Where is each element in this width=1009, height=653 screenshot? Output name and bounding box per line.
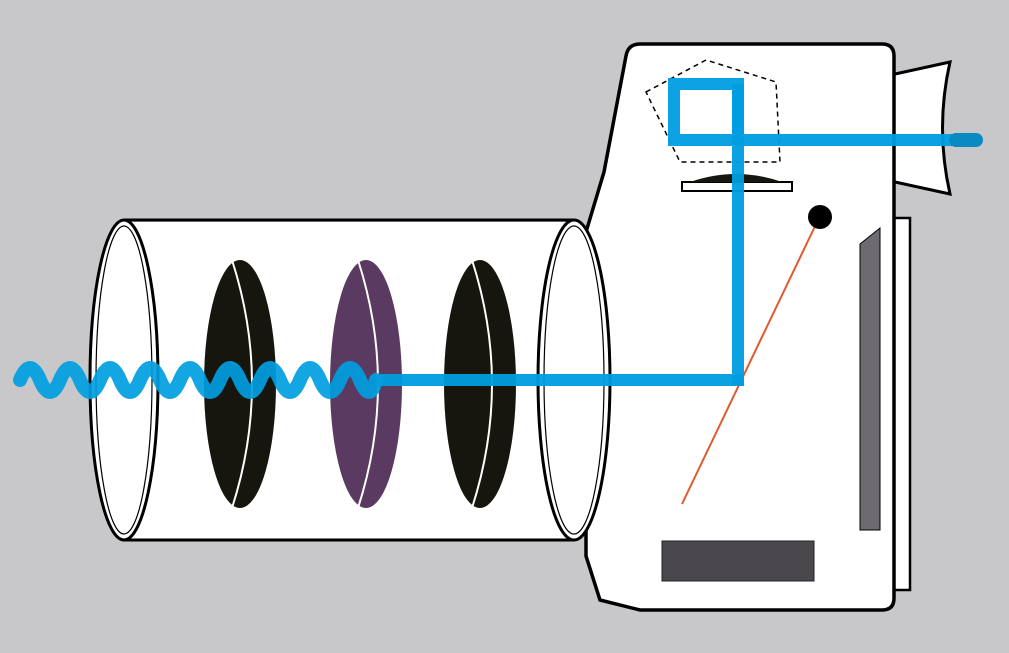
mirror-pivot xyxy=(808,205,832,229)
light-wave xyxy=(13,361,383,399)
light-path xyxy=(376,78,983,386)
reflex-mirror xyxy=(681,219,819,505)
viewfinder-eyepiece xyxy=(884,60,952,196)
bottom-panel xyxy=(661,540,815,582)
image-sensor xyxy=(859,226,881,531)
pentaprism xyxy=(645,59,781,163)
